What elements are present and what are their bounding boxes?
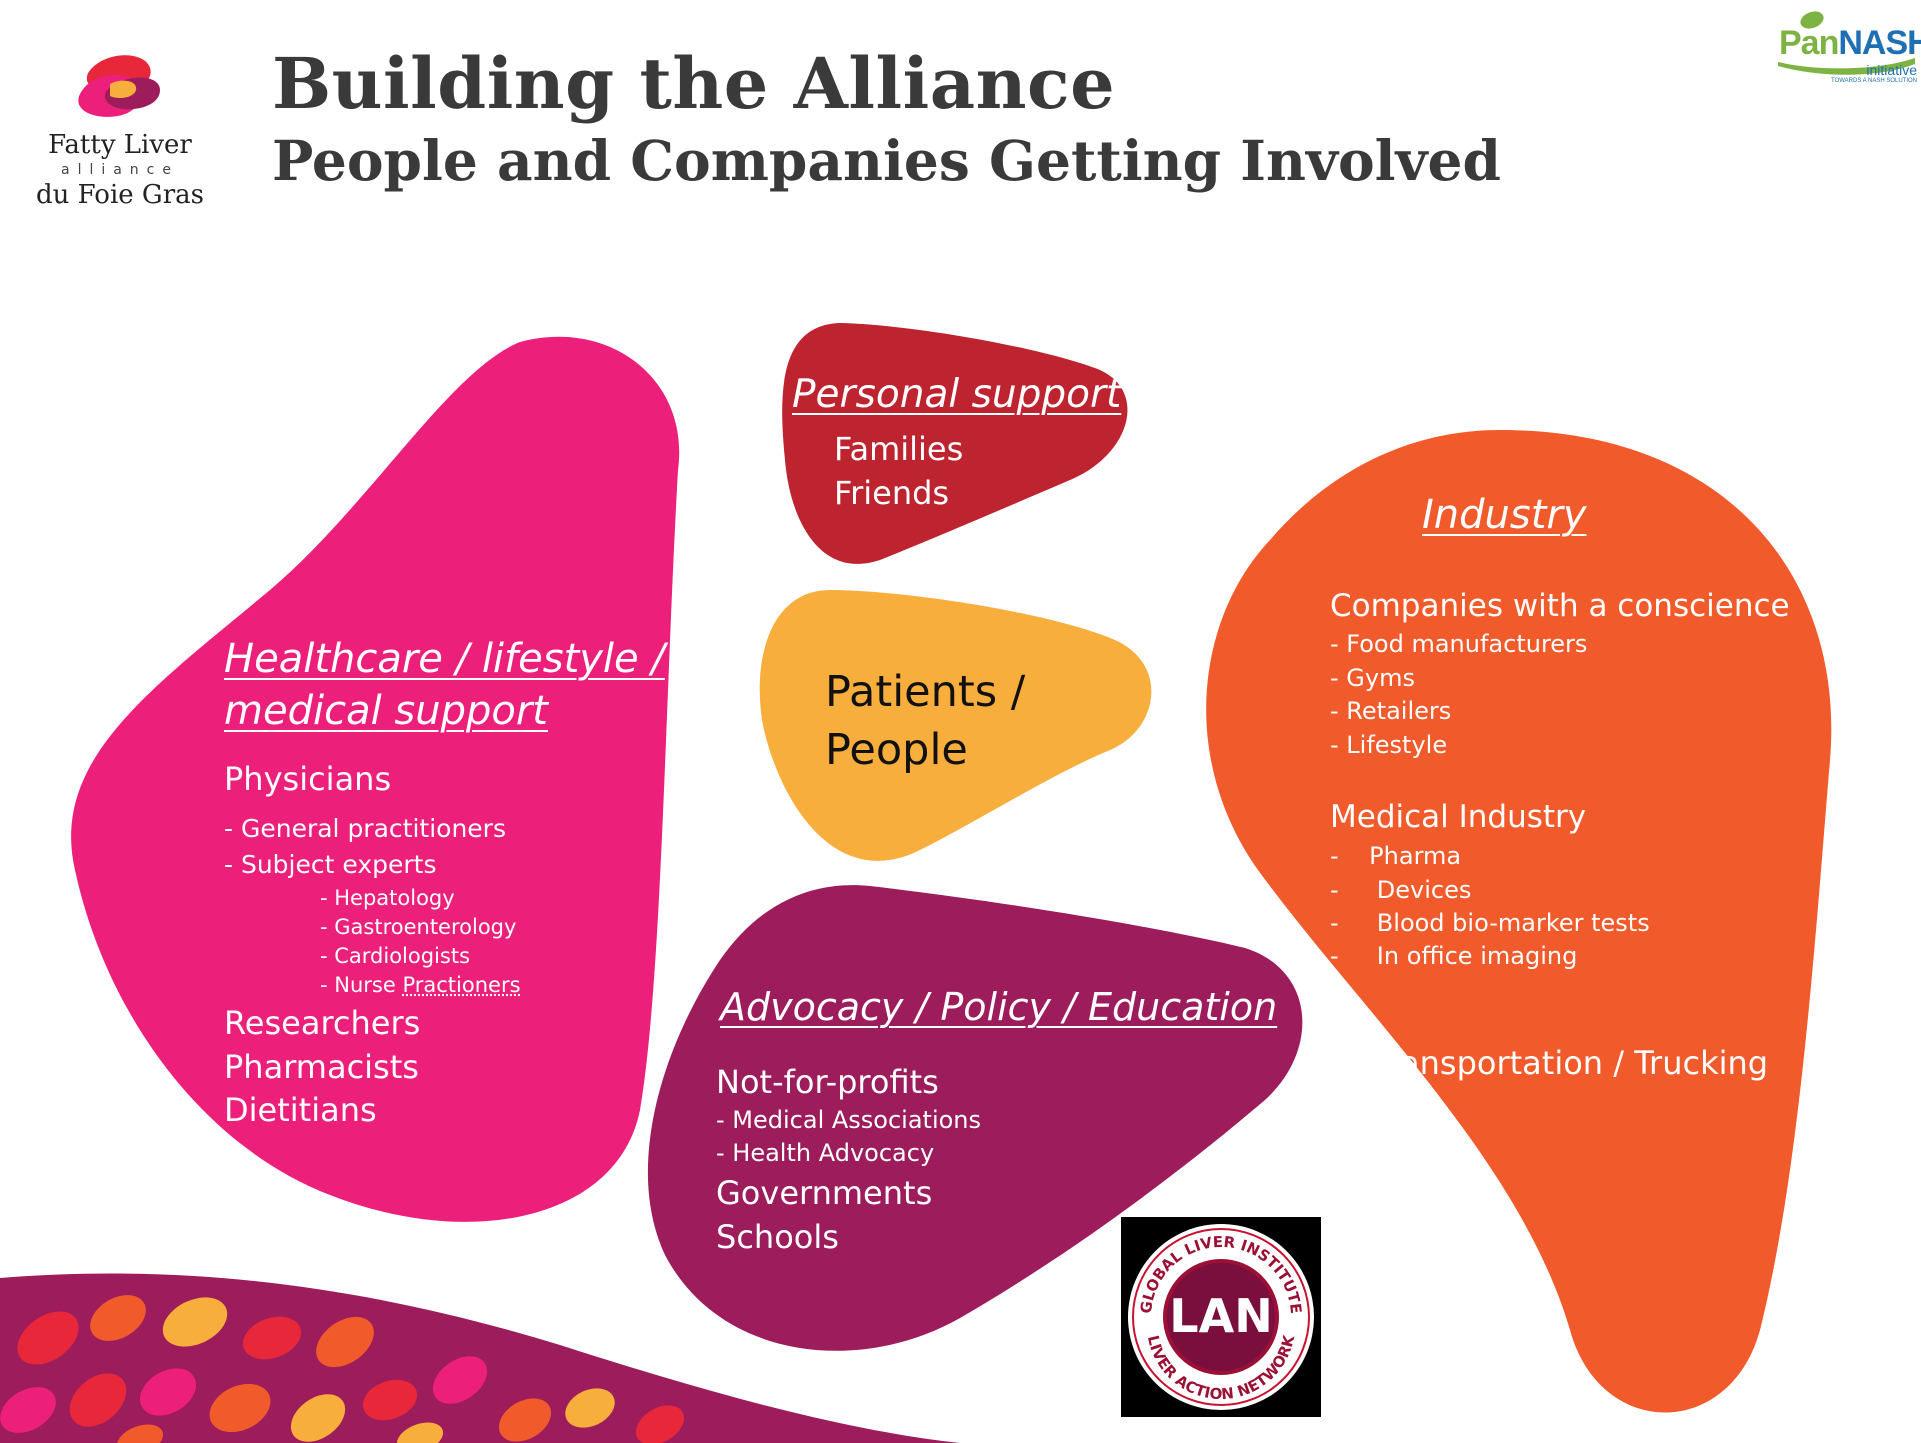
healthcare-heading-1: Healthcare / lifestyle / — [224, 636, 665, 682]
healthcare-heading-2: medical support — [224, 688, 548, 734]
dietitians-label: Dietitians — [224, 1091, 377, 1129]
nfp-label: Not-for-profits — [716, 1063, 939, 1101]
fla-logo-line1: Fatty Liver — [48, 130, 192, 160]
pannash-leaf — [1778, 11, 1915, 75]
nurse-practioners-label: - Nurse Practioners — [320, 973, 521, 997]
wave-pebbles — [0, 1295, 685, 1443]
pannash-logo: PanNASH initiative TOWARDS A NASH SOLUTI… — [1773, 8, 1921, 88]
nurse-word: Practioners — [402, 973, 521, 997]
gp-label: - General practitioners — [224, 814, 506, 843]
page-subtitle: People and Companies Getting Involved — [272, 128, 1501, 193]
hepatology-label: - Hepatology — [320, 886, 455, 910]
researchers-label: Researchers — [224, 1004, 421, 1042]
personal-heading: Personal support — [792, 372, 1122, 417]
food-manufacturers-label: - Food manufacturers — [1330, 630, 1588, 658]
cardiologists-label: - Cardiologists — [320, 944, 471, 968]
industry-blob — [1206, 430, 1832, 1413]
blood-tests-label: - Blood bio-marker tests — [1330, 909, 1650, 937]
pannash-brand-a: Pan — [1779, 24, 1839, 62]
governments-label: Governments — [716, 1174, 933, 1212]
fla-logo: Fatty Liver alliance du Foie Gras — [20, 52, 220, 210]
transportation-label: Transportation / Trucking — [1372, 1044, 1769, 1082]
friends-label: Friends — [834, 474, 950, 512]
lifestyle-label: - Lifestyle — [1330, 731, 1448, 759]
lan-logo: LAN GLOBAL LIVER INSTITUTE LIVER ACTION … — [1121, 1217, 1321, 1417]
retailers-label: - Retailers — [1330, 697, 1452, 725]
subject-experts-label: - Subject experts — [224, 850, 437, 879]
patients-line-1: Patients / — [825, 667, 1026, 717]
lan-logo-graphic: LAN GLOBAL LIVER INSTITUTE LIVER ACTION … — [1128, 1224, 1314, 1410]
pannash-brand-b: NASH — [1838, 24, 1921, 62]
patients-line-2: People — [825, 725, 968, 775]
healthcare-blob — [71, 336, 680, 1222]
pannash-brand: PanNASH — [1779, 24, 1921, 63]
advocacy-blob — [647, 885, 1303, 1351]
advocacy-heading: Advocacy / Policy / Education — [720, 985, 1278, 1029]
medical-industry-label: Medical Industry — [1330, 799, 1587, 835]
devices-label: - Devices — [1330, 876, 1472, 904]
fla-logo-line2: alliance — [60, 162, 179, 178]
physicians-label: Physicians — [224, 760, 392, 798]
pannash-tag: initiative — [1866, 62, 1917, 78]
fla-logo-line3: du Foie Gras — [36, 180, 204, 210]
medical-associations-label: - Medical Associations — [716, 1106, 982, 1134]
families-label: Families — [834, 430, 964, 468]
companies-label: Companies with a conscience — [1330, 588, 1790, 624]
schools-label: Schools — [716, 1218, 839, 1256]
fla-logo-mark — [78, 55, 160, 117]
personal-blob — [782, 323, 1128, 564]
pharma-label: - Pharma — [1330, 842, 1462, 870]
pharmacists-label: Pharmacists — [224, 1048, 419, 1086]
nurse-prefix: - Nurse — [320, 973, 403, 997]
patients-blob — [759, 590, 1152, 861]
gyms-label: - Gyms — [1330, 664, 1415, 692]
pannash-small: TOWARDS A NASH SOLUTION — [1830, 78, 1917, 84]
gastroenterology-label: - Gastroenterology — [320, 915, 517, 939]
imaging-label: - In office imaging — [1330, 942, 1578, 970]
health-advocacy-label: - Health Advocacy — [716, 1139, 935, 1167]
industry-heading: Industry — [1422, 492, 1587, 538]
page-title: Building the Alliance — [272, 42, 1116, 125]
lan-center-text: LAN — [1169, 1289, 1272, 1343]
